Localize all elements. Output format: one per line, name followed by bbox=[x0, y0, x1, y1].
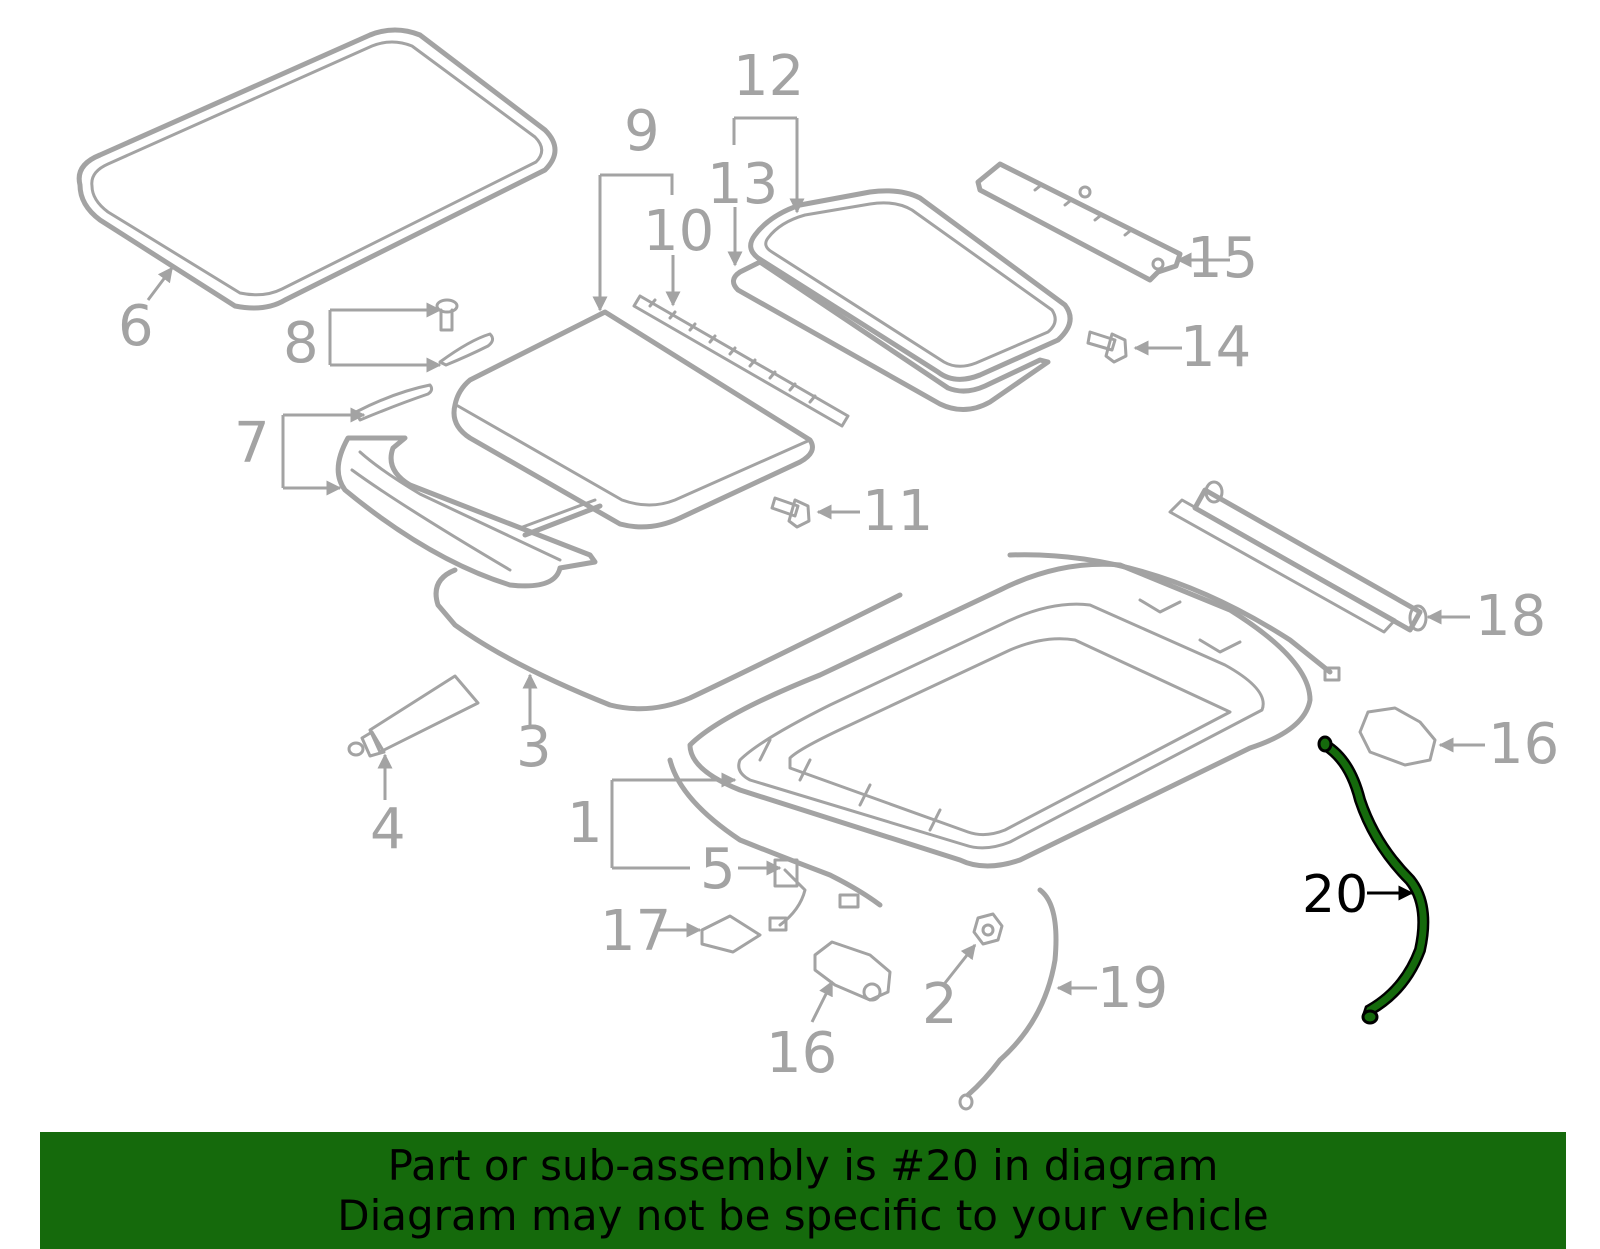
callout-18: 18 bbox=[1475, 584, 1546, 649]
part-17-module bbox=[700, 914, 762, 954]
callout-20: 20 bbox=[1302, 865, 1368, 925]
part-11-bolt bbox=[770, 496, 811, 529]
part-4-sealant-tube bbox=[347, 674, 480, 758]
callout-1: 1 bbox=[567, 791, 603, 856]
callout-13: 13 bbox=[707, 152, 778, 217]
callout-16-right: 16 bbox=[1488, 712, 1559, 777]
callout-15: 15 bbox=[1187, 226, 1258, 291]
callout-9: 9 bbox=[624, 99, 660, 164]
part-1-frame-assembly bbox=[687, 552, 1341, 869]
callout-4: 4 bbox=[370, 797, 406, 862]
callout-8: 8 bbox=[283, 311, 319, 376]
part-3-drain-seal bbox=[433, 498, 903, 712]
part-2-nut bbox=[972, 912, 1004, 946]
part-14-bolt bbox=[1086, 330, 1128, 364]
part-12-13-frame bbox=[731, 188, 1073, 412]
part-6-seal bbox=[76, 27, 558, 311]
callout-11: 11 bbox=[862, 479, 933, 544]
callout-12: 12 bbox=[733, 44, 804, 109]
part-10-seal-strip bbox=[632, 294, 850, 428]
callout-16-bottom: 16 bbox=[766, 1021, 837, 1086]
part-7-wind-deflector bbox=[335, 383, 598, 589]
callout-17: 17 bbox=[600, 899, 671, 964]
part-15-rail bbox=[975, 161, 1183, 283]
callout-6: 6 bbox=[118, 294, 154, 359]
part-18-roller-shade bbox=[1168, 480, 1428, 634]
part-20-drain-hose-highlight bbox=[1317, 735, 1430, 1025]
part-9-glass-panel bbox=[451, 309, 815, 530]
footer-line-part-number: Part or sub-assembly is #20 in diagram bbox=[387, 1140, 1219, 1190]
part-8-bolt-clip bbox=[435, 298, 495, 367]
callout-labels: 6 8 7 9 10 12 13 15 14 11 18 16 3 4 1 5 … bbox=[118, 44, 1559, 1086]
part-16-motor-right bbox=[1358, 706, 1437, 767]
callout-3: 3 bbox=[516, 715, 552, 780]
leader-lines bbox=[146, 116, 1485, 1023]
part-16-motor-lower bbox=[813, 940, 892, 1002]
callout-5: 5 bbox=[700, 837, 736, 902]
callout-10: 10 bbox=[643, 199, 714, 264]
callout-2: 2 bbox=[922, 972, 958, 1037]
callout-19: 19 bbox=[1097, 956, 1168, 1021]
footer-line-disclaimer: Diagram may not be specific to your vehi… bbox=[337, 1190, 1269, 1240]
footer-banner: Part or sub-assembly is #20 in diagram D… bbox=[40, 1132, 1566, 1249]
callout-7: 7 bbox=[234, 411, 270, 476]
callout-14: 14 bbox=[1180, 315, 1251, 380]
part-19-drain-hose bbox=[958, 887, 1059, 1111]
